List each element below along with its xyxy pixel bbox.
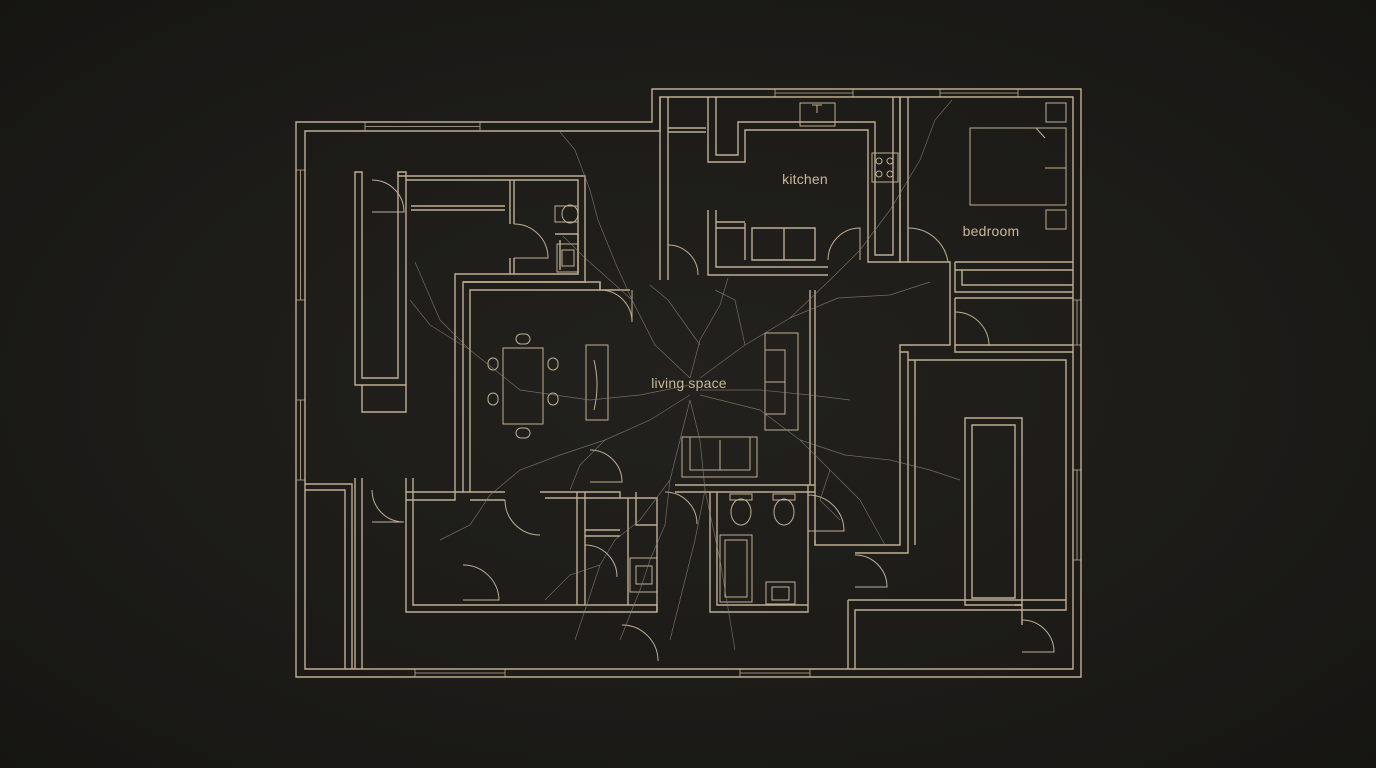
kitchen-label: kitchen [782,171,828,187]
living-walls [463,97,706,612]
bedroom-walls [899,97,1073,293]
cracks [409,99,961,651]
windows [296,89,1081,677]
left-wing-walls [305,171,658,669]
right-wing-walls [675,261,1073,669]
furniture [487,332,799,478]
bathroom-fixtures [554,204,796,605]
doors [371,179,1055,662]
bedroom-label: bedroom [962,223,1020,239]
living-space-label: living space [651,375,727,391]
kitchen-walls [707,97,901,276]
